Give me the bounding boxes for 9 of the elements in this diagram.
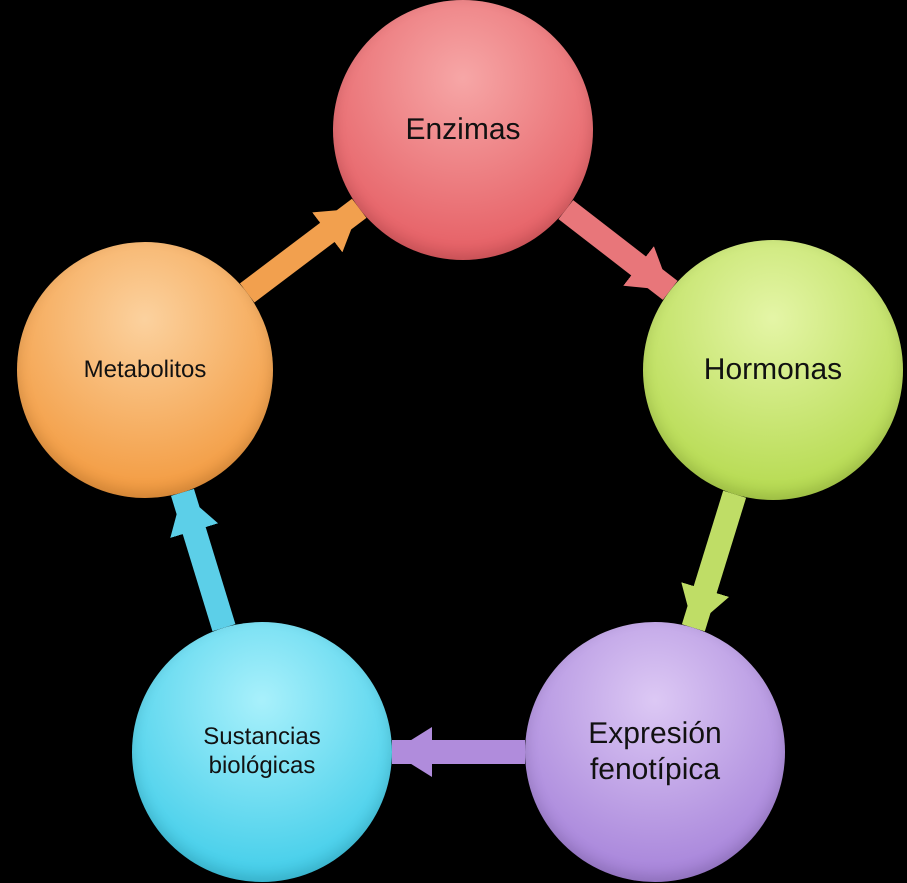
arrow — [558, 200, 678, 300]
node-label: Expresión fenotípica — [587, 716, 723, 788]
arrow — [392, 727, 525, 777]
arrow — [170, 488, 236, 632]
arrow — [681, 490, 746, 632]
node-label: Enzimas — [405, 112, 521, 148]
node-label: Hormonas — [704, 352, 842, 388]
node-label: Sustancias biológicas — [202, 723, 322, 781]
node-label: Metabolitos — [84, 356, 206, 384]
